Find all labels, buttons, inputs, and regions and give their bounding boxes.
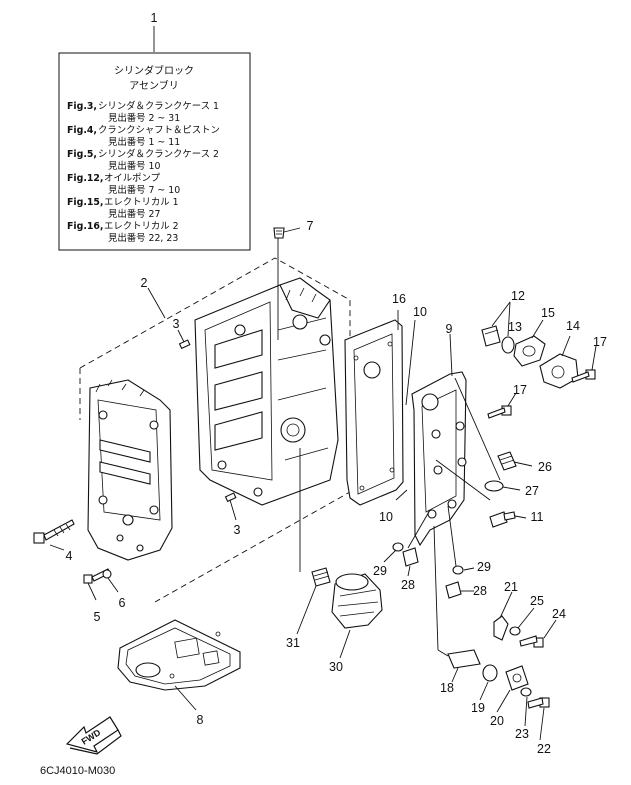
assembly-outline xyxy=(79,257,351,603)
callout-19: 19 xyxy=(471,701,485,715)
fitting-28-right xyxy=(445,581,462,599)
washer-29-right xyxy=(452,565,464,575)
callout-3-lower: 3 xyxy=(234,523,241,537)
callout-9: 9 xyxy=(446,322,453,336)
plug-26 xyxy=(497,451,517,471)
callout-5: 5 xyxy=(94,610,101,624)
fig-name: クランクシャフト＆ピストン xyxy=(98,125,220,136)
cylinder-block xyxy=(194,277,339,506)
bolt-24 xyxy=(519,635,544,648)
fig-ref: Fig.15, xyxy=(67,197,104,208)
plug-7 xyxy=(273,227,285,239)
fwd-arrow: FWD xyxy=(65,716,122,755)
callout-13: 13 xyxy=(508,320,522,334)
fig-ref: Fig.12, xyxy=(67,173,104,184)
box-title-line2: アセンブリ xyxy=(129,79,179,92)
washer-25 xyxy=(509,626,521,636)
fig-index-range: 見出番号 7 ~ 10 xyxy=(108,184,180,196)
fig-index-range: 見出番号 1 ~ 11 xyxy=(108,136,180,148)
callout-29-left: 29 xyxy=(373,564,387,578)
oil-filter-30 xyxy=(331,573,383,629)
fig-index-range: 見出番号 22, 23 xyxy=(108,232,178,244)
gasket-15 xyxy=(513,335,546,367)
callout-28-left: 28 xyxy=(401,578,415,592)
callout-25: 25 xyxy=(530,594,544,608)
callout-31: 31 xyxy=(286,636,300,650)
callout-14: 14 xyxy=(566,319,580,333)
callout-22: 22 xyxy=(537,742,551,756)
fig-index-range: 見出番号 10 xyxy=(108,160,160,172)
callout-24: 24 xyxy=(552,607,566,621)
fig-name: オイルポンプ xyxy=(104,173,161,184)
filter-fitting-31 xyxy=(299,448,331,587)
fig-name: シリンダ＆クランクケース 1 xyxy=(98,100,219,112)
gasket-8 xyxy=(117,619,241,691)
fig-name: エレクトリカル 1 xyxy=(104,197,179,208)
callout-4: 4 xyxy=(66,549,73,563)
callout-16: 16 xyxy=(392,292,406,306)
callout-1: 1 xyxy=(151,11,158,25)
fig-ref: Fig.16, xyxy=(67,221,104,232)
fig-index-range: 見出番号 2 ~ 31 xyxy=(108,112,180,124)
callout-8: 8 xyxy=(197,713,204,727)
fig-ref: Fig.5, xyxy=(67,149,97,160)
bolt-4 xyxy=(33,519,75,544)
fitting-28-left xyxy=(402,547,419,567)
bracket-21 xyxy=(493,615,509,641)
diagram-code: 6CJ4010-M030 xyxy=(40,765,115,777)
grommet-19 xyxy=(482,664,498,682)
bolt-17-right xyxy=(571,369,596,383)
washer-23 xyxy=(520,687,532,697)
callout-17-lower: 17 xyxy=(513,383,527,397)
callout-27: 27 xyxy=(525,484,539,498)
washer-6 xyxy=(102,569,112,579)
cylinder-head-cover xyxy=(87,379,173,561)
callout-7: 7 xyxy=(307,219,314,233)
box-title-line1: シリンダブロック xyxy=(114,64,194,77)
callout-6: 6 xyxy=(119,596,126,610)
bolt-17-lower xyxy=(487,405,512,419)
callout-labels: 2 3 3 4 5 6 7 8 9 10 10 11 12 13 14 15 1… xyxy=(66,219,607,756)
leader-lines xyxy=(49,227,597,741)
callout-15: 15 xyxy=(541,306,555,320)
cover-plate-9 xyxy=(411,371,467,547)
fitting-12 xyxy=(481,325,501,347)
fig-ref: Fig.3, xyxy=(67,101,97,112)
thermostat-cover-14 xyxy=(539,353,579,389)
callout-17-right: 17 xyxy=(593,335,607,349)
fig-name: シリンダ＆クランクケース 2 xyxy=(98,148,219,160)
callout-30: 30 xyxy=(329,660,343,674)
washer-13 xyxy=(501,336,515,354)
callout-12: 12 xyxy=(511,289,525,303)
bolt-11 xyxy=(489,511,516,528)
gasket-16 xyxy=(344,319,404,506)
callout-10-upper: 10 xyxy=(413,305,427,319)
callout-3-upper: 3 xyxy=(173,317,180,331)
callout-11: 11 xyxy=(531,510,544,524)
callout-23: 23 xyxy=(515,727,529,741)
dowel-pin-upper xyxy=(178,339,191,350)
reference-box: 1 シリンダブロック アセンブリ Fig.3, シリンダ＆クランクケース 1 見… xyxy=(58,11,251,251)
fig-name: エレクトリカル 2 xyxy=(104,221,179,232)
callout-2: 2 xyxy=(141,276,148,290)
callout-28-right: 28 xyxy=(473,584,487,598)
switch-20 xyxy=(505,665,529,691)
callout-20: 20 xyxy=(490,714,504,728)
callout-29-right: 29 xyxy=(477,560,491,574)
callout-21: 21 xyxy=(504,580,518,594)
washer-29-left xyxy=(392,542,404,552)
callout-18: 18 xyxy=(440,681,454,695)
dowel-pin-lower xyxy=(224,492,237,503)
fig-ref: Fig.4, xyxy=(67,125,97,136)
sensor-18 xyxy=(433,525,481,669)
fig-index-range: 見出番号 27 xyxy=(108,208,160,220)
bolt-22 xyxy=(527,697,550,709)
callout-26: 26 xyxy=(538,460,552,474)
callout-10-lower: 10 xyxy=(379,510,393,524)
o-ring-27 xyxy=(484,480,504,492)
